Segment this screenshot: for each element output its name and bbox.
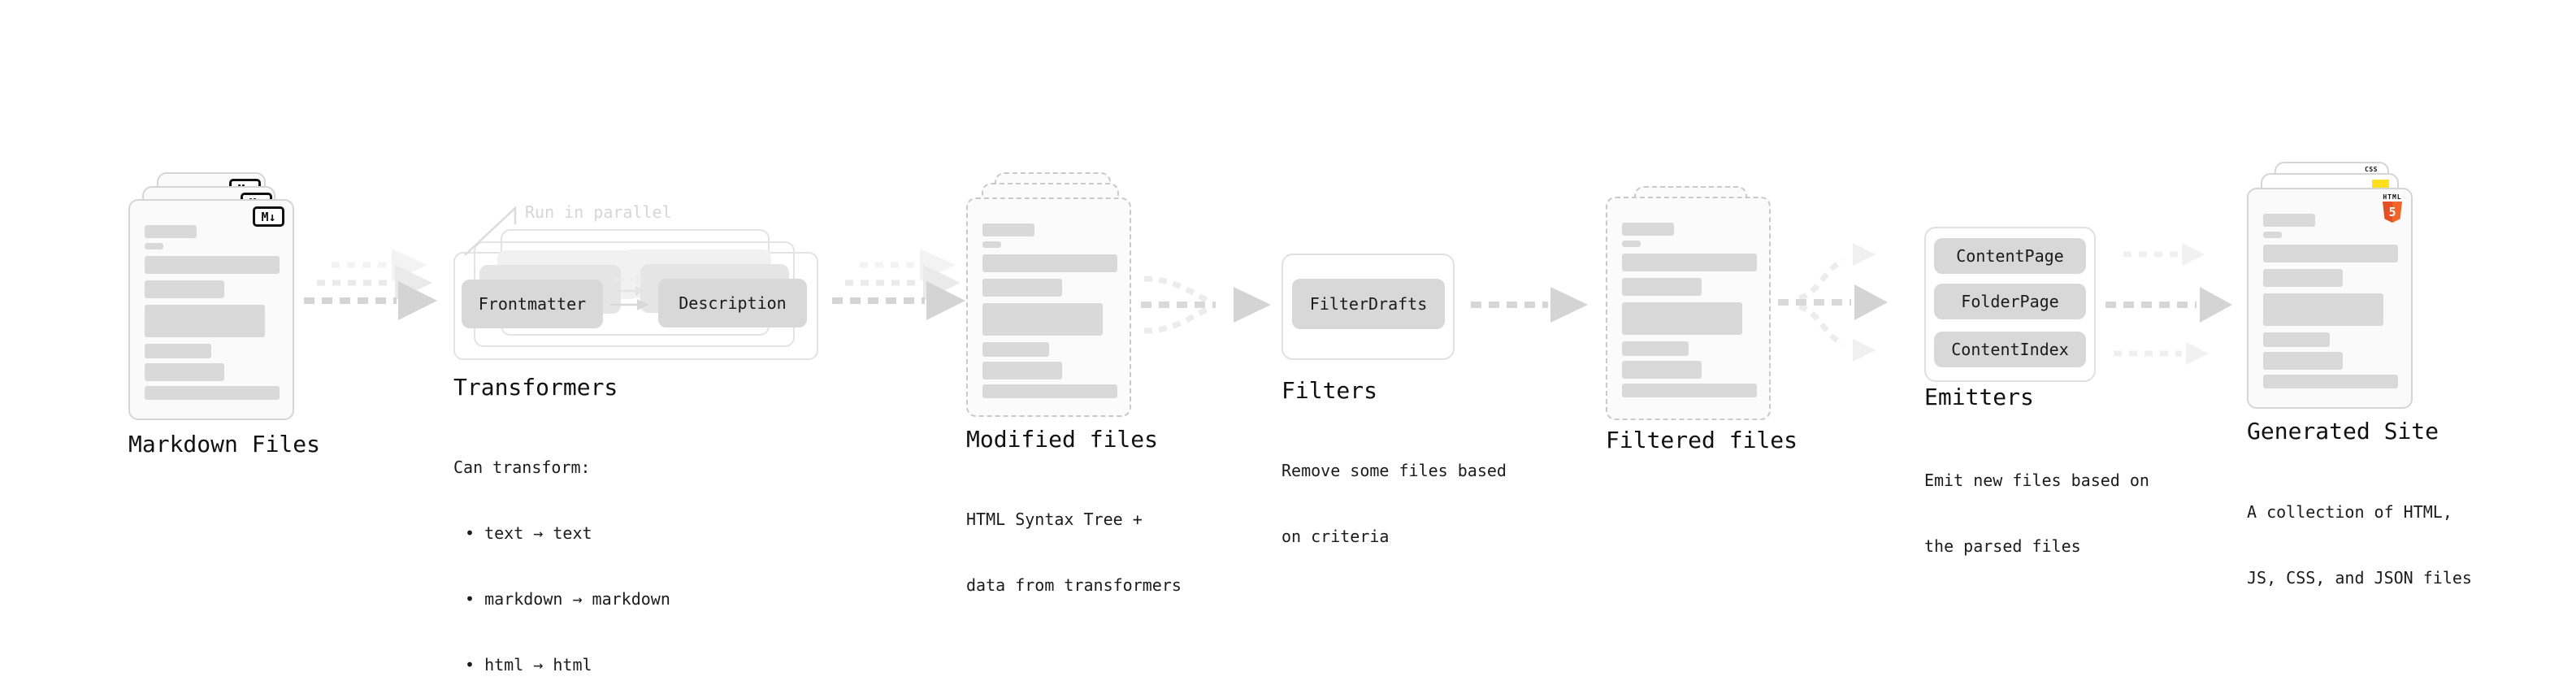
transformers-caption: Can transform: text → text markdown → ma… [453,413,670,681]
arrow-filters-to-filtered [1471,287,1588,323]
placeholder-text-bar [982,384,1117,398]
filterdrafts-filter: FilterDrafts [1292,279,1445,329]
caption-line: Can transform: [453,458,591,477]
html5-icon-label: HTML [2383,193,2402,201]
modified-files-title: Modified files [966,426,1159,453]
filters-title: Filters [1281,377,1378,404]
folderpage-emitter: FolderPage [1934,284,2086,319]
caption-line: the parsed files [1924,536,2081,556]
placeholder-text-bar [1622,361,1702,379]
placeholder-text-bar [2263,232,2282,238]
arrow-markdown-to-transformers [304,249,437,320]
placeholder-text-bar [2263,245,2398,262]
css-icon-label: CSS [2365,166,2378,173]
placeholder-text-bar [145,363,224,381]
placeholder-text-bar [145,305,265,337]
placeholder-text-bar [1622,223,1674,236]
markdown-icon: M↓ [253,206,284,227]
contentindex-emitter: ContentIndex [1934,332,2086,367]
placeholder-text-bar [982,362,1062,380]
run-in-parallel-note: Run in parallel [525,202,672,222]
caption-line: A collection of HTML, [2247,502,2452,522]
placeholder-text-bar [982,279,1062,297]
caption-line: Remove some files based [1281,461,1507,480]
placeholder-text-bar [2263,332,2330,347]
filtered-files-title: Filtered files [1606,427,1798,453]
placeholder-text-bar [1622,341,1689,356]
placeholder-text-bar [982,342,1049,357]
placeholder-text-bar [2263,214,2315,227]
frontmatter-transformer: Frontmatter [462,280,603,328]
placeholder-text-bar [1622,278,1702,296]
placeholder-text-bar [2263,375,2398,388]
placeholder-text-bar [145,280,224,298]
caption-line: HTML Syntax Tree + [966,510,1143,529]
placeholder-text-bar [2263,352,2343,370]
placeholder-text-bar [1622,241,1641,247]
filters-caption: Remove some files based on criteria [1281,416,1507,592]
transformers-title: Transformers [453,374,618,401]
placeholder-text-bar [2263,293,2383,326]
placeholder-text-bar [982,223,1034,236]
generated-site-caption: A collection of HTML, JS, CSS, and JSON … [2247,458,2472,633]
markdown-files-title: Markdown Files [128,431,321,458]
modified-files-caption: HTML Syntax Tree + data from transformer… [966,465,1182,640]
caption-bullet: markdown → markdown [453,588,670,610]
generated-site-title: Generated Site [2247,418,2439,445]
placeholder-text-bar [1622,302,1742,335]
html5-icon-number: 5 [2388,205,2396,219]
description-transformer: Description [658,279,807,327]
placeholder-text-bar [982,241,1001,248]
arrow-transformers-to-modified [832,249,965,320]
modified-file-card-front [966,197,1131,417]
caption-line: JS, CSS, and JSON files [2247,568,2472,588]
arrow-emitters-to-site [2105,243,2232,365]
placeholder-text-bar [145,386,280,400]
html5-icon: HTML 5 [2382,193,2403,223]
placeholder-text-bar [982,254,1117,272]
markdown-file-card-front: M↓ [128,199,294,420]
emitters-caption: Emit new files based on the parsed files [1924,426,2149,601]
placeholder-text-bar [982,303,1103,336]
arrow-modified-to-filters [1141,275,1271,334]
caption-bullet: text → text [453,523,670,544]
caption-line: Emit new files based on [1924,471,2149,490]
placeholder-text-bar [145,243,163,249]
placeholder-text-bar [1622,384,1757,397]
arrow-filtered-to-emitters [1778,243,1888,362]
placeholder-text-bar [145,225,197,238]
placeholder-text-bar [1622,254,1757,271]
placeholder-text-bar [145,256,280,274]
filtered-file-card-front [1606,197,1771,420]
caption-line: on criteria [1281,527,1390,546]
placeholder-text-bar [145,344,211,358]
emitters-title: Emitters [1924,384,2034,410]
js-icon [2372,180,2389,189]
note-leader-line [464,206,517,256]
html5-icon-shield: 5 [2383,202,2402,223]
contentpage-emitter: ContentPage [1934,238,2086,274]
site-file-card-html: HTML 5 [2247,188,2413,409]
parallel-flow-arrows [610,275,648,310]
caption-line: data from transformers [966,575,1182,595]
caption-bullet: html → html [453,654,670,676]
placeholder-text-bar [2263,269,2343,287]
